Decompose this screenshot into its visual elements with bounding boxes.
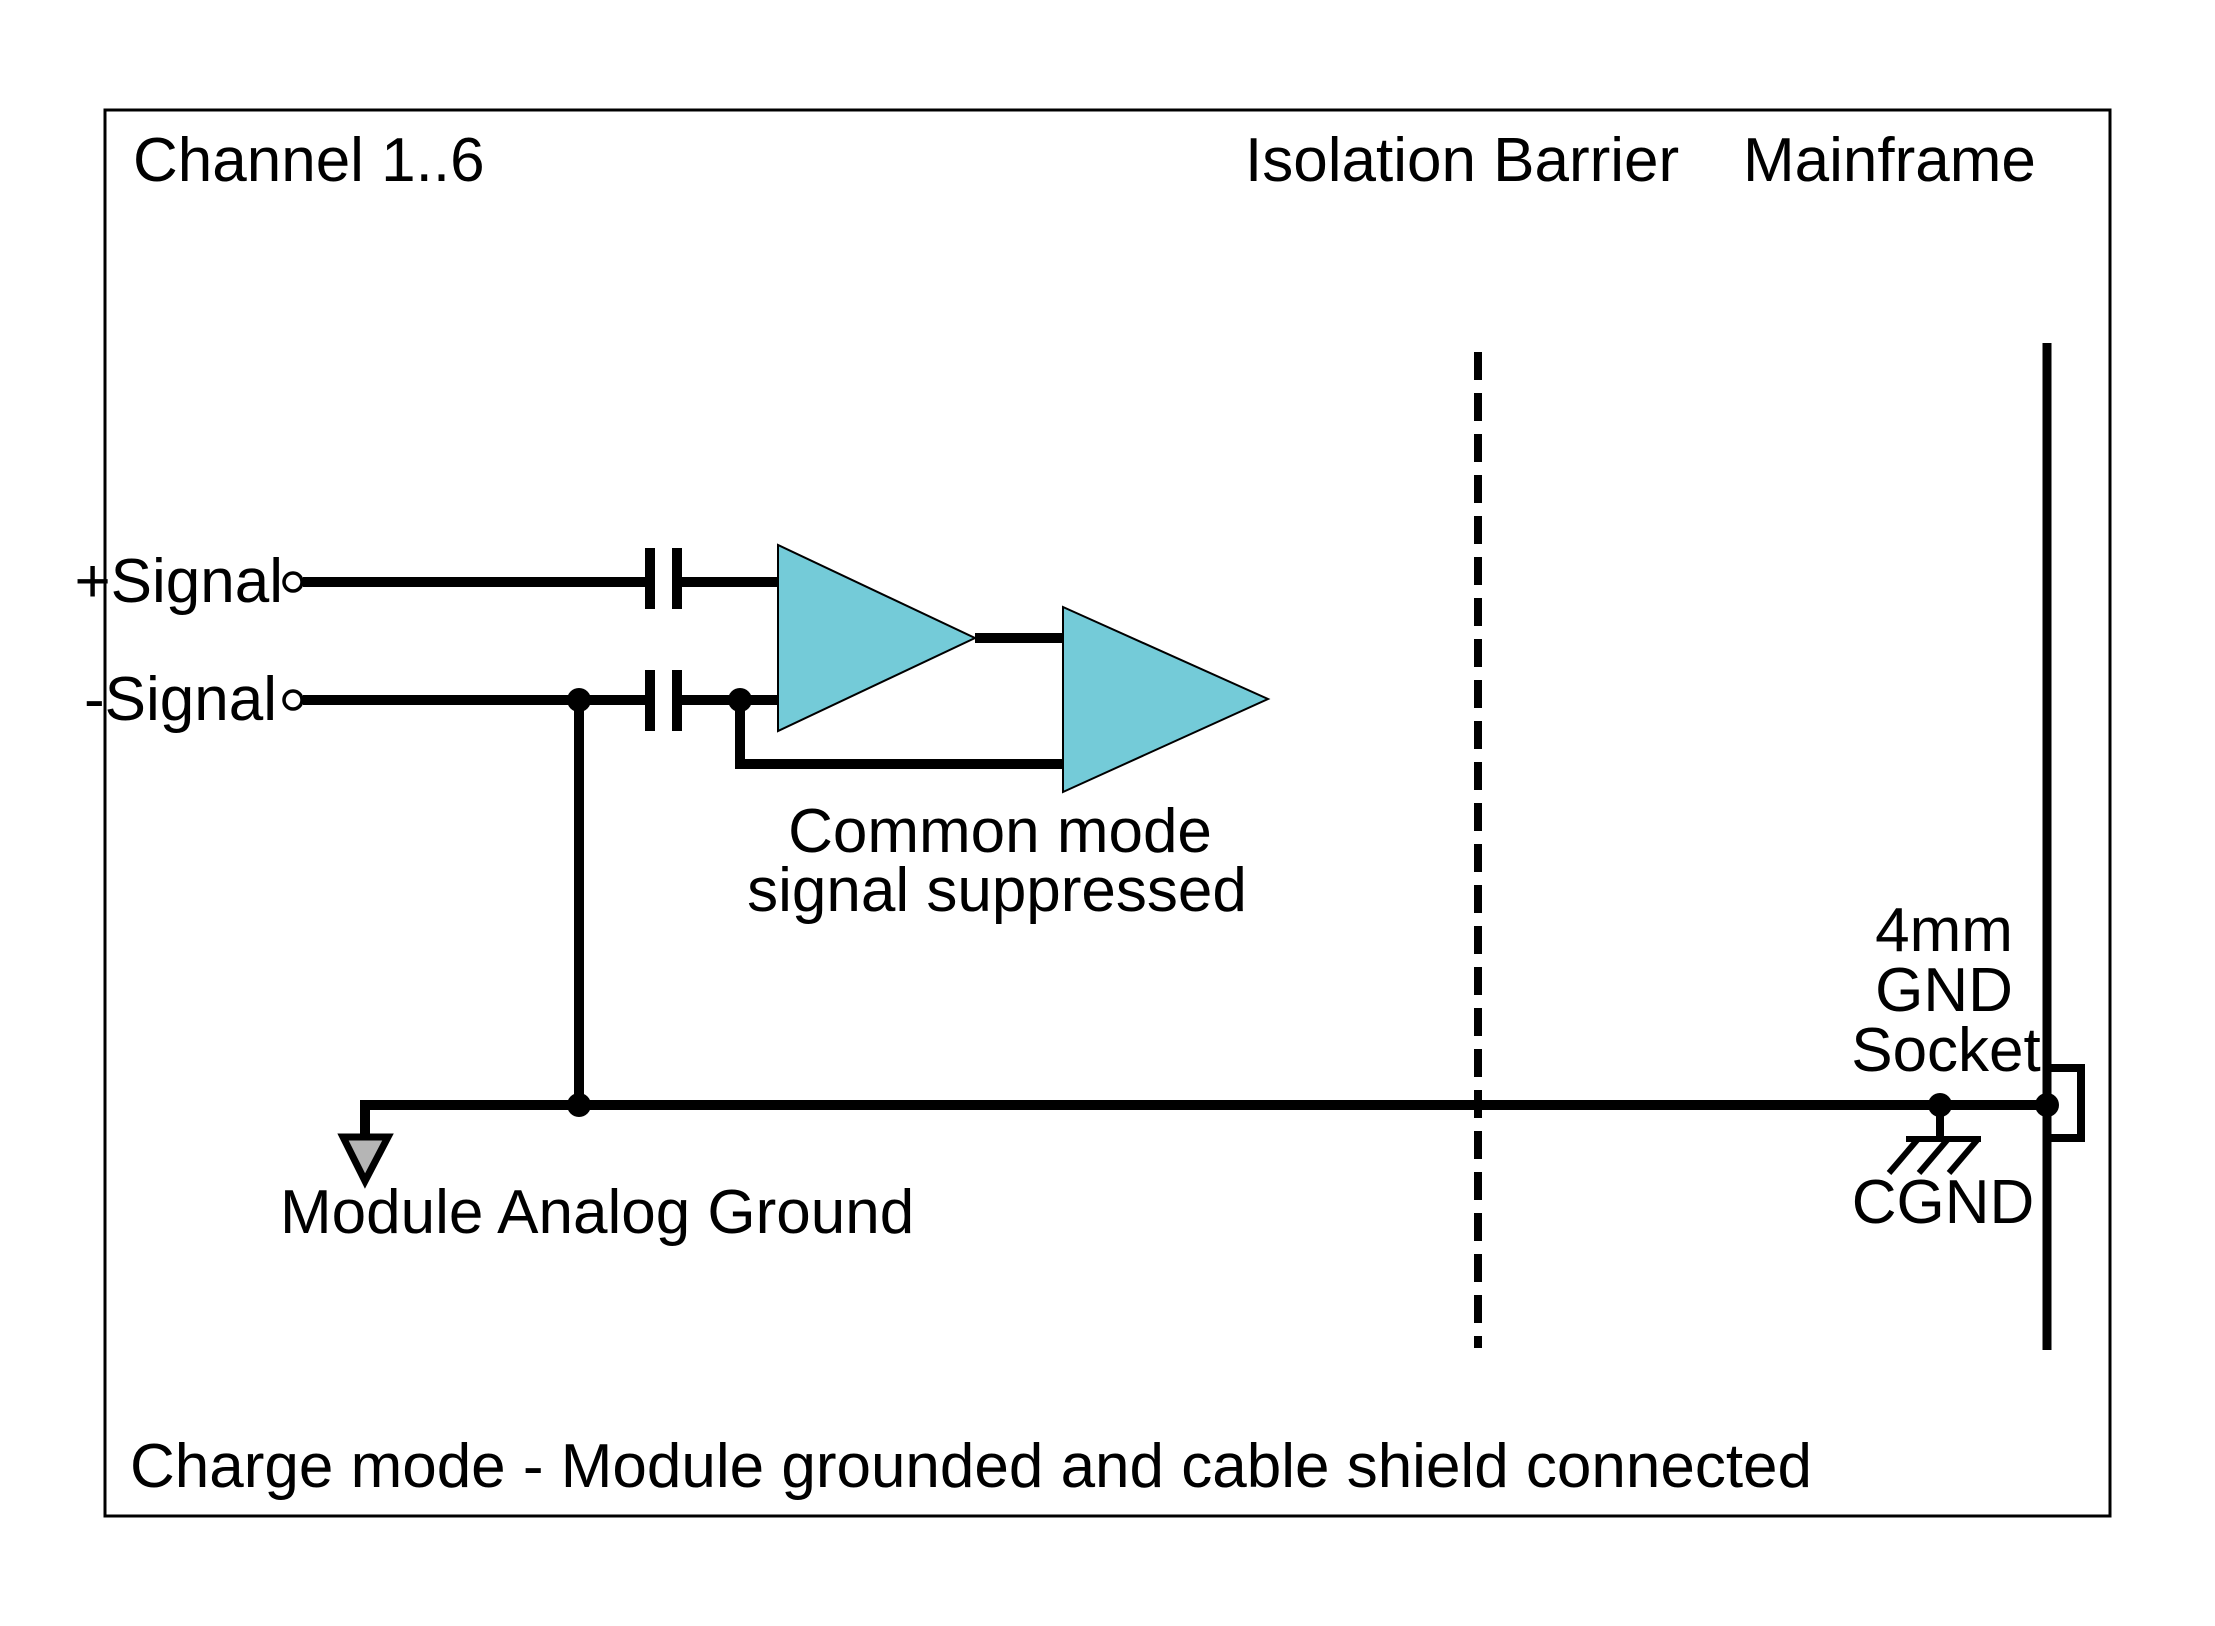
caption: Charge mode - Module grounded and cable … <box>130 1432 1813 1501</box>
junction-dot <box>567 1093 591 1117</box>
cgnd-label: CGND <box>1851 1168 2035 1237</box>
plus-signal-label: +Signal <box>74 547 283 616</box>
module-ground-arrow-icon <box>337 1133 394 1189</box>
common-mode-note-line1: Common mode <box>788 797 1212 866</box>
chassis-ground-icon <box>1886 1136 1981 1175</box>
junction-dot <box>2035 1093 2059 1117</box>
amplifier-2 <box>1062 605 1271 794</box>
common-mode-feed-wire <box>735 700 1063 769</box>
analog-ground-bus <box>360 1100 2047 1140</box>
gnd-socket-loop <box>2047 1064 2085 1142</box>
plus-signal-terminal <box>282 571 304 593</box>
minus-signal-capacitor <box>645 670 682 731</box>
mainframe-label: Mainframe <box>1743 126 2036 195</box>
junction-dot <box>567 688 591 712</box>
minus-signal-label: -Signal <box>84 665 277 734</box>
gnd-socket-label-line3: Socket <box>1851 1016 2041 1085</box>
junction-dot <box>1928 1093 1952 1117</box>
common-mode-note-line2: signal suppressed <box>747 856 1247 925</box>
gnd-socket-label-line2: GND <box>1875 956 2013 1025</box>
gnd-socket-label-line1: 4mm <box>1875 896 2013 965</box>
channel-label: Channel 1..6 <box>133 126 485 195</box>
module-analog-ground-label: Module Analog Ground <box>280 1178 915 1247</box>
junction-dot <box>728 688 752 712</box>
isolation-barrier-label: Isolation Barrier <box>1245 126 1680 195</box>
diagram-border <box>103 108 2112 1518</box>
minus-signal-terminal <box>282 689 304 711</box>
amplifier-1 <box>777 543 978 733</box>
plus-signal-capacitor <box>645 548 682 609</box>
